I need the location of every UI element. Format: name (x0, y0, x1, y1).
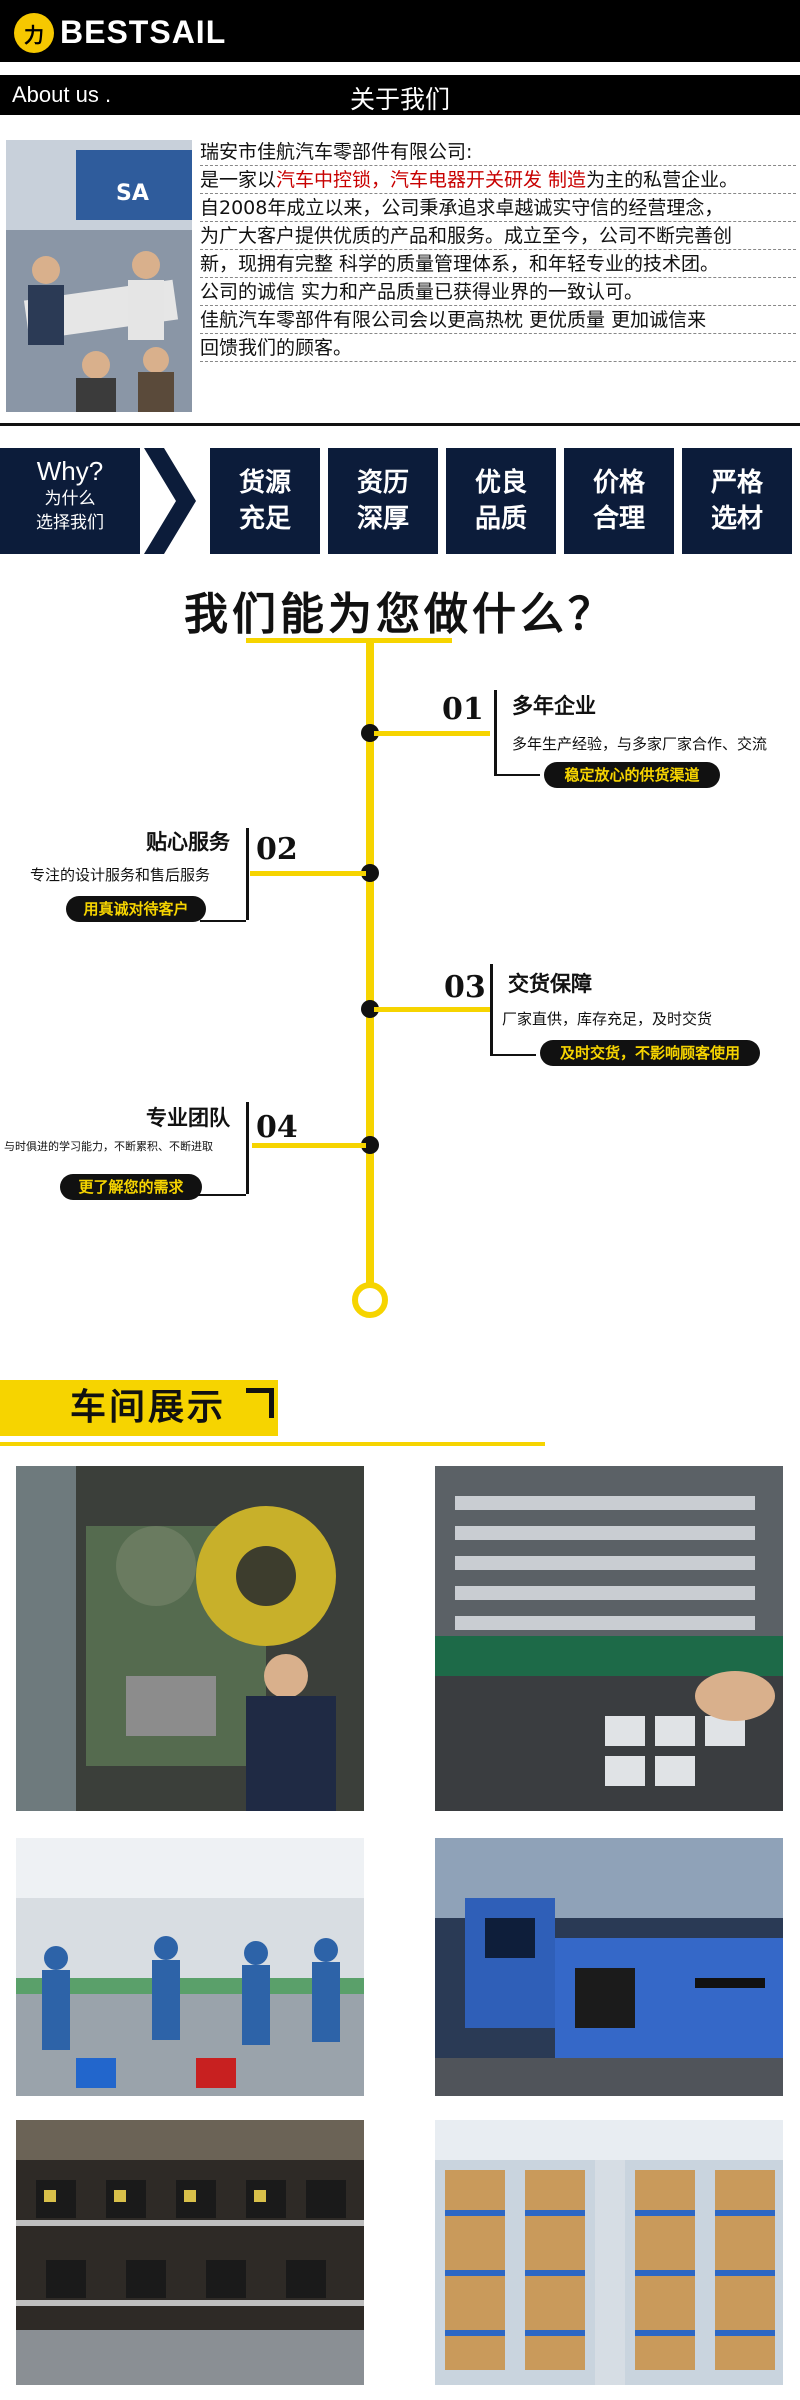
about-text-segment: 是一家以 (200, 169, 277, 191)
item-desc: 与时俱进的学习能力，不断累积、不断进取 (4, 1140, 213, 1153)
item-desc: 厂家直供，库存充足，及时交货 (502, 1010, 713, 1028)
about-line: 公司的诚信 实力和产品质量已获得业界的一致认可。 (200, 278, 796, 306)
item-number: 03 (444, 970, 486, 1005)
about-text-segment: 为主的私营企业。 (586, 169, 739, 191)
about-highlight: 汽车中控锁，汽车电器开关研发 制造 (276, 169, 587, 191)
title-underline (0, 1442, 545, 1446)
showroom-illustration (16, 2120, 364, 2385)
logo-icon: 力 (14, 13, 54, 53)
item-tag: 稳定放心的供货渠道 (544, 762, 720, 788)
timeline-dot (361, 1000, 379, 1018)
item-desc: 专注的设计服务和售后服务 (30, 866, 211, 884)
workshop-photo-press (16, 1466, 364, 1811)
item-number: 01 (442, 692, 484, 727)
about-line: 新，现拥有完整 科学的质量管理体系，和年轻专业的技术团。 (200, 250, 796, 278)
workshop-title: 车间展示 (18, 1380, 278, 1436)
workshop-photo-showroom (16, 2120, 364, 2385)
why-card-line: 品质 (474, 504, 527, 534)
item-vertical-bar (246, 828, 249, 920)
warehouse-illustration (435, 2120, 783, 2385)
logo-glyph: 力 (24, 22, 44, 47)
why-title: Why? (36, 456, 104, 486)
timeline-line (366, 640, 374, 1292)
item-title: 交货保障 (508, 972, 592, 996)
about-line: 佳航汽车零部件有限公司会以更高热枕 更优质量 更加诚信来 (200, 306, 796, 334)
item-number: 02 (256, 832, 298, 867)
workshop-photo-warehouse (435, 2120, 783, 2385)
timeline-dot (361, 724, 379, 742)
section-divider (0, 423, 800, 426)
why-box: Why? 为什么 选择我们 (0, 448, 140, 554)
why-card: 优良品质 (446, 448, 556, 554)
meeting-photo-illustration: SA (6, 140, 192, 412)
services-title: 我们能为您做什么？ (184, 589, 616, 640)
chevron-right-icon (144, 448, 196, 554)
item-title: 贴心服务 (146, 830, 230, 854)
why-card-line: 选材 (710, 504, 763, 534)
about-text: 瑞安市佳航汽车零部件有限公司: 是一家以汽车中控锁，汽车电器开关研发 制造为主的… (200, 138, 796, 362)
about-heading-en: About us . (12, 82, 112, 107)
timeline-branch (374, 731, 490, 736)
item-vertical-bar (490, 964, 493, 1054)
timeline-branch (250, 871, 366, 876)
injection-molding-illustration (435, 1838, 783, 2096)
item-vertical-bar (494, 690, 497, 774)
item-baseline (494, 774, 540, 776)
why-card-line: 货源 (238, 468, 291, 498)
why-card-line: 价格 (592, 468, 645, 498)
why-card: 货源充足 (210, 448, 320, 554)
why-card-line: 优良 (474, 468, 527, 498)
item-tag: 用真诚对待客户 (66, 896, 206, 922)
item-vertical-bar (246, 1102, 249, 1194)
why-subtitle: 为什么 (44, 489, 96, 509)
why-card-line: 充足 (238, 504, 291, 534)
why-card: 严格选材 (682, 448, 792, 554)
about-line: 是一家以汽车中控锁，汽车电器开关研发 制造为主的私营企业。 (200, 166, 796, 194)
item-baseline (490, 1054, 536, 1056)
press-machine-illustration (16, 1466, 364, 1811)
why-subtitle: 选择我们 (36, 513, 104, 533)
item-title: 专业团队 (146, 1106, 230, 1130)
timeline-dot (361, 1136, 379, 1154)
why-card: 资历深厚 (328, 448, 438, 554)
about-line: 瑞安市佳航汽车零部件有限公司: (200, 138, 796, 166)
item-number: 04 (256, 1110, 298, 1145)
brand-name: BESTSAIL (60, 14, 227, 50)
corner-bracket-icon (246, 1388, 274, 1418)
about-line: 自2008年成立以来，公司秉承追求卓越诚实守信的经营理念， (200, 194, 796, 222)
timeline-end-circle (352, 1282, 388, 1318)
timeline-dot (361, 864, 379, 882)
about-heading-cn: 关于我们 (349, 85, 450, 114)
item-title: 多年企业 (512, 694, 596, 718)
motor-parts-illustration (435, 1466, 783, 1811)
item-baseline (200, 920, 246, 922)
about-line: 回馈我们的顾客。 (200, 334, 796, 362)
why-card: 价格合理 (564, 448, 674, 554)
workshop-photo-motors (435, 1466, 783, 1811)
why-card-line: 严格 (710, 468, 763, 498)
timeline-branch (374, 1007, 490, 1012)
svg-text:SA: SA (116, 181, 149, 206)
about-bar (0, 72, 800, 118)
item-tag: 及时交货，不影响顾客使用 (540, 1040, 760, 1066)
assembly-line-illustration (16, 1838, 364, 2096)
why-card-line: 深厚 (356, 504, 409, 534)
item-tag: 更了解您的需求 (60, 1174, 202, 1200)
why-card-line: 资历 (356, 468, 409, 498)
brand-bar (0, 0, 800, 62)
workshop-photo-molding (435, 1838, 783, 2096)
item-desc: 多年生产经验，与多家厂家合作、交流 (512, 735, 768, 753)
workshop-photo-assembly (16, 1838, 364, 2096)
why-card-line: 合理 (592, 504, 645, 534)
title-underline (246, 638, 452, 643)
timeline-branch (252, 1143, 366, 1148)
about-line: 为广大客户提供优质的产品和服务。成立至今，公司不断完善创 (200, 222, 796, 250)
item-baseline (198, 1194, 246, 1196)
section-accent (0, 1380, 18, 1436)
about-photo: SA (6, 140, 192, 412)
